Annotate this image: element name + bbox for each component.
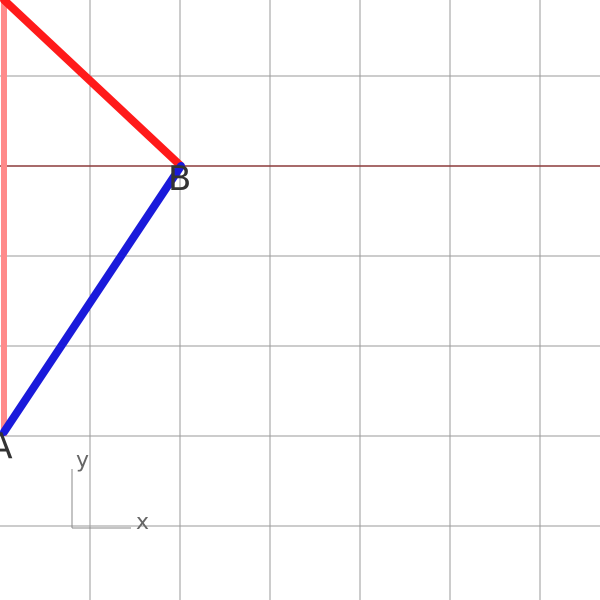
point-b-label: B [168,159,191,199]
edge-blue [0,162,185,436]
point-a-label: A [0,426,13,467]
axis-indicator: y x [71,448,149,535]
edge-red [0,0,185,170]
axis-y-label: y [76,448,89,473]
axis-x-label: x [136,510,149,535]
